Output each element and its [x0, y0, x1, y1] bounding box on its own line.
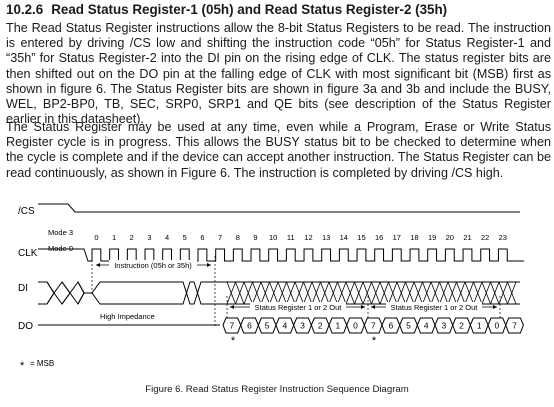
- do-bit-value: 0: [353, 321, 358, 331]
- clock-number: 5: [183, 233, 187, 242]
- msb-marker-1: *: [231, 335, 236, 347]
- do-bit-value: 4: [282, 321, 287, 331]
- do-bit-value: 7: [512, 321, 517, 331]
- legend-star: *: [20, 360, 25, 372]
- clock-number: 8: [236, 233, 240, 242]
- do-bit-value: 6: [247, 321, 252, 331]
- clock-number: 3: [147, 233, 151, 242]
- do-bit-cell: [505, 317, 524, 334]
- do-bit-value: 2: [318, 321, 323, 331]
- instruction-label-bg: [109, 260, 197, 270]
- sr-out-label-2: Status Register 1 or 2 Out: [391, 303, 479, 312]
- clock-number: 22: [481, 233, 489, 242]
- section-heading: 10.2.6 Read Status Register-1 (05h) and R…: [6, 2, 551, 17]
- clock-number: 1: [112, 233, 116, 242]
- clock-number: 0: [94, 233, 98, 242]
- do-output-bits: 7 6 5 4 3 2 1 0 7 6 5 4 3 2 1 0 7: [222, 317, 524, 334]
- do-bit-value: 5: [265, 321, 270, 331]
- clk-waveform: [38, 248, 525, 262]
- do-bit-value: 1: [477, 321, 482, 331]
- instruction-arrow-right: [207, 263, 211, 267]
- signal-label-cs: /CS: [18, 206, 35, 217]
- sr-out-span-2: [371, 302, 497, 312]
- sr-out-span-1: [230, 302, 365, 312]
- clock-number: 12: [304, 233, 312, 242]
- signal-label-di: DI: [18, 283, 28, 294]
- do-bit-value: 1: [335, 321, 340, 331]
- clock-number: 20: [446, 233, 454, 242]
- clock-number: 18: [410, 233, 418, 242]
- signal-label-clk: CLK: [18, 248, 38, 259]
- do-bit-value: 6: [388, 321, 393, 331]
- clock-number: 15: [357, 233, 365, 242]
- clock-number: 11: [287, 233, 295, 242]
- do-bit-value: 3: [300, 321, 305, 331]
- paragraph-1: The Read Status Register instructions al…: [6, 21, 551, 127]
- do-bit-value: 2: [459, 321, 464, 331]
- do-bit-value: 7: [229, 321, 234, 331]
- do-bit-value: 7: [371, 321, 376, 331]
- figure-caption: Figure 6. Read Status Register Instructi…: [145, 384, 409, 395]
- clock-number: 13: [322, 233, 330, 242]
- do-bit-value: 0: [495, 321, 500, 331]
- clock-number: 6: [200, 233, 204, 242]
- signal-label-do: DO: [18, 321, 33, 332]
- do-bit-value: 5: [406, 321, 411, 331]
- clock-number: 4: [165, 233, 169, 242]
- clock-number: 14: [340, 233, 348, 242]
- high-impedance-label: High Impedance: [100, 312, 155, 321]
- clock-number: 23: [499, 233, 507, 242]
- section-title: Read Status Register-1 (05h) and Read St…: [51, 2, 448, 17]
- di-waveform: [38, 281, 520, 305]
- clock-number: 21: [463, 233, 471, 242]
- do-bit-value: 3: [442, 321, 447, 331]
- clock-number: 17: [393, 233, 401, 242]
- clock-number: 9: [253, 233, 257, 242]
- paragraph-2: The Status Register may be used at any t…: [6, 120, 551, 180]
- sr-out-label-1: Status Register 1 or 2 Out: [255, 303, 343, 312]
- clock-number: 7: [218, 233, 222, 242]
- instruction-label: Instruction (05h or 35h): [114, 261, 192, 270]
- clock-number: 2: [130, 233, 134, 242]
- clock-number: 10: [269, 233, 277, 242]
- cs-waveform: [38, 203, 520, 213]
- instruction-arrow-left: [96, 263, 100, 267]
- legend-text: = MSB: [30, 359, 54, 368]
- do-bit-value: 4: [424, 321, 429, 331]
- section-number: 10.2.6: [6, 2, 44, 17]
- clock-number: 19: [428, 233, 436, 242]
- mode3-label: Mode 3: [48, 228, 73, 237]
- msb-marker-2: *: [372, 335, 377, 347]
- clock-number: 16: [375, 233, 383, 242]
